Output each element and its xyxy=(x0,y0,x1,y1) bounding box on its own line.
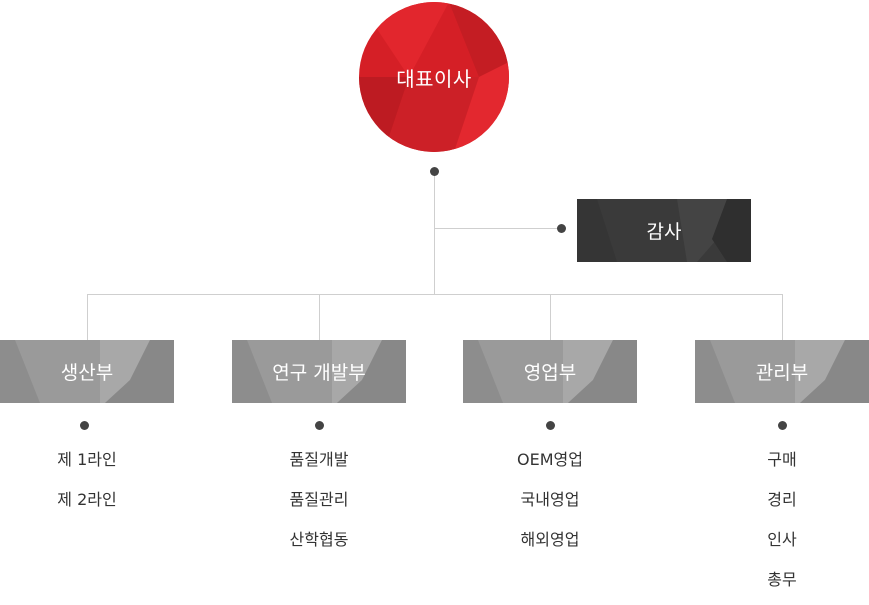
sublist-item: 총무 xyxy=(767,570,797,589)
sublist-item: 품질개발 xyxy=(289,450,349,469)
dept-facet-pattern xyxy=(0,340,174,403)
ceo-connector-dot xyxy=(430,167,439,176)
department-box-production: 생산부 xyxy=(0,340,174,403)
ceo-trunk-line xyxy=(434,172,435,294)
department-box-rnd: 연구 개발부 xyxy=(232,340,406,403)
sublist-item: 해외영업 xyxy=(520,530,580,549)
audit-node: 감사 xyxy=(577,199,751,262)
dept-facet-pattern xyxy=(463,340,637,403)
sublist-item: 제 2라인 xyxy=(57,490,117,509)
ceo-facet-pattern xyxy=(359,2,509,152)
department-label: 관리부 xyxy=(755,362,809,384)
sublist-item: 국내영업 xyxy=(520,490,580,509)
sublist-item: 품질관리 xyxy=(289,490,349,509)
audit-facet-pattern xyxy=(577,199,751,262)
sublist-item: OEM영업 xyxy=(517,450,583,469)
dept-drop-line-4 xyxy=(782,294,783,340)
sublist-production: 제 1라인 제 2라인 xyxy=(0,445,174,525)
dept-drop-line-3 xyxy=(550,294,551,340)
sublist-item: 인사 xyxy=(767,530,797,549)
dept-drop-line-1 xyxy=(87,294,88,340)
dept-dot-3 xyxy=(546,421,555,430)
dept-facet-pattern xyxy=(695,340,869,403)
dept-dot-4 xyxy=(778,421,787,430)
department-box-management: 관리부 xyxy=(695,340,869,403)
sublist-sales: OEM영업 국내영업 해외영업 xyxy=(463,445,637,565)
sublist-item: 구매 xyxy=(767,450,797,469)
audit-connector-dot xyxy=(557,224,566,233)
ceo-label: 대표이사 xyxy=(396,66,472,91)
dept-facet-pattern xyxy=(232,340,406,403)
sublist-rnd: 품질개발 품질관리 산학협동 xyxy=(232,445,406,565)
sublist-management: 구매 경리 인사 총무 xyxy=(695,445,869,605)
sublist-item: 제 1라인 xyxy=(57,450,117,469)
ceo-node: 대표이사 xyxy=(359,2,509,152)
department-label: 영업부 xyxy=(523,362,577,384)
audit-label: 감사 xyxy=(646,221,682,243)
dept-dot-2 xyxy=(315,421,324,430)
department-box-sales: 영업부 xyxy=(463,340,637,403)
department-label: 연구 개발부 xyxy=(272,362,366,384)
sublist-item: 산학협동 xyxy=(289,530,349,549)
audit-branch-line xyxy=(434,228,561,229)
department-bus-line xyxy=(87,294,783,295)
dept-drop-line-2 xyxy=(319,294,320,340)
department-label: 생산부 xyxy=(60,362,114,384)
sublist-item: 경리 xyxy=(767,490,797,509)
dept-dot-1 xyxy=(80,421,89,430)
